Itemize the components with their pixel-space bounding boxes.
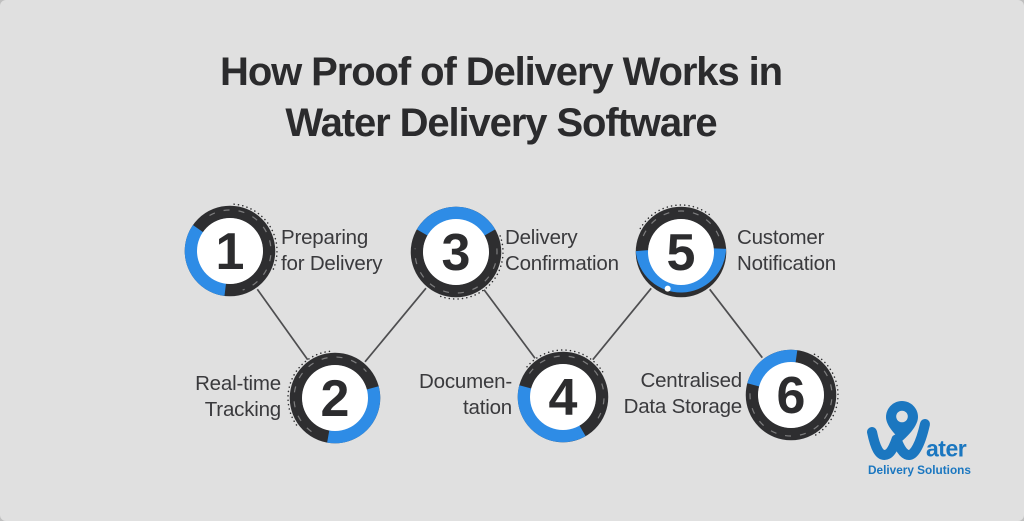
step-3-badge: 3 [406, 202, 506, 302]
step-1-label-line1: Preparing [281, 226, 369, 249]
page-title-line1: How Proof of Delivery Works in [220, 50, 783, 94]
step-5-number: 5 [667, 224, 696, 282]
step-1-label: Preparing for Delivery [281, 225, 382, 276]
step-3-label-line1: Delivery [505, 226, 578, 249]
step-1-label-line2: for Delivery [281, 251, 383, 275]
step-5-label-line1: Customer [737, 226, 825, 249]
step-6-badge: 6 [741, 345, 841, 445]
step-6-label: Centralised Data Storage [623, 368, 743, 419]
step-4-number: 4 [549, 369, 578, 427]
step-3-number: 3 [442, 224, 471, 282]
water-delivery-solutions-logo: ater Delivery Solutions [867, 401, 971, 477]
logo-w-mark [867, 419, 930, 460]
step-2-label-line1: Real-time [195, 372, 281, 395]
step-3-label: Delivery Confirmation [505, 225, 619, 276]
logo-name-text: ater [926, 436, 967, 462]
logo-tagline: Delivery Solutions [868, 463, 971, 477]
step-1-progress-ring-icon: 1 [184, 203, 278, 297]
map-pin-icon [886, 401, 918, 441]
step-2-label: Real-time Tracking [195, 371, 281, 422]
step-3-label-line2: Confirmation [505, 251, 619, 275]
step-4-label-line2: tation [463, 395, 512, 419]
step-1-badge: 1 [180, 201, 280, 301]
page-title-line2: Water Delivery Software [285, 101, 717, 145]
step-5-badge: 5 [631, 202, 731, 302]
step-4-badge: 4 [513, 347, 613, 447]
step-2-label-line2: Tracking [204, 397, 281, 421]
brand-logo: ater Delivery Solutions [862, 399, 980, 487]
step-6-number: 6 [777, 367, 806, 425]
step-1-number: 1 [216, 223, 245, 281]
step-6-progress-ring-icon: 6 [745, 349, 839, 441]
step-6-label-line1: Centralised [640, 369, 743, 392]
step-6-label-line2: Data Storage [623, 394, 743, 418]
step-2-progress-ring-icon: 2 [287, 350, 381, 444]
step-4-label-line1: Documen- [419, 370, 512, 393]
step-5-label: Customer Notification [737, 225, 836, 276]
step-2-badge: 2 [285, 348, 385, 448]
step-5-label-line2: Notification [737, 251, 837, 275]
progress-dot [664, 285, 671, 292]
page-title: How Proof of Delivery Works in Water Del… [0, 47, 1002, 149]
step-4-progress-ring-icon: 4 [517, 349, 609, 443]
step-2-number: 2 [321, 370, 350, 428]
step-4-label: Documen- tation [419, 369, 512, 420]
step-3-progress-ring-icon: 3 [410, 206, 504, 300]
step-5-progress-ring-icon: 5 [635, 204, 727, 298]
